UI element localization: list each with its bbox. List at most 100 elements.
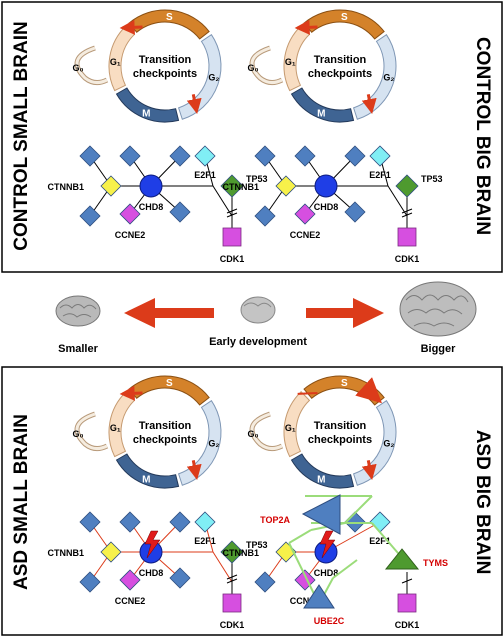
- g0-label: G₀: [72, 63, 83, 73]
- center-label-line1: Transition: [314, 420, 367, 432]
- big-brain-image: [399, 281, 477, 337]
- g0-loop-inner: [250, 46, 283, 85]
- mutation-bolt-icon: [319, 530, 336, 559]
- ccne2-node: [119, 569, 141, 591]
- g0-label: G₀: [247, 429, 258, 439]
- cdk1-node: [222, 227, 242, 247]
- g2-checkpoint-arrow: [186, 459, 202, 480]
- chd8-label: CHD8: [139, 568, 164, 578]
- smaller-label: Smaller: [58, 343, 98, 355]
- ctnnb1-label: CTNNB1: [222, 548, 259, 558]
- e2f1-node: [369, 511, 391, 533]
- g1-phase-label: G₁: [285, 423, 296, 433]
- s-phase-segment: [303, 9, 385, 40]
- side-label-control-big: CONTROL BIG BRAIN: [472, 37, 493, 235]
- chd8-label: CHD8: [139, 202, 164, 212]
- center-label-line1: Transition: [139, 420, 192, 432]
- cdk1-node: [397, 227, 417, 247]
- diamond-node-0: [254, 145, 276, 167]
- s-phase-segment: [128, 375, 210, 406]
- g1-phase-segment: [283, 391, 311, 458]
- tp53-node: [395, 174, 419, 198]
- ccne2-node: [119, 203, 141, 225]
- s-phase-label: S: [341, 378, 348, 389]
- diamond-node-4: [169, 567, 191, 589]
- s-phase-label: S: [166, 12, 173, 23]
- center-label-line1: Transition: [314, 54, 367, 66]
- middle-strip: Smaller Early development Bigger: [55, 281, 477, 355]
- center-label-line2: checkpoints: [308, 68, 372, 80]
- bottom-frame: [1, 366, 503, 636]
- diamond-node-3: [79, 571, 101, 593]
- right-red-arrow: [306, 298, 384, 328]
- diamond-node-3: [254, 205, 276, 227]
- diamond-node-1: [119, 511, 141, 533]
- g2-checkpoint-arrow: [361, 459, 377, 480]
- tp53-label: TP53: [246, 174, 268, 184]
- g1-phase-label: G₁: [110, 423, 121, 433]
- cdk1-label: CDK1: [220, 254, 245, 264]
- side-label-asd-small: ASD SMALL BRAIN: [11, 414, 32, 590]
- edge-5: [212, 551, 233, 583]
- ctnnb1-label: CTNNB1: [222, 182, 259, 192]
- g0-loop-inner: [75, 412, 108, 451]
- m-phase-segment: [115, 87, 180, 123]
- g2-phase-segment: [352, 399, 397, 486]
- ube2c-label: UBE2C: [314, 616, 345, 626]
- side-label-control-small: CONTROL SMALL BRAIN: [11, 21, 32, 250]
- diamond-node-4: [344, 201, 366, 223]
- ctnnb1-label: CTNNB1: [47, 548, 84, 558]
- asd-big-extra-network: TOP2A TYMS UBE2C: [260, 494, 448, 626]
- g2-checkpoint-arrow: [186, 93, 202, 114]
- e2f1-label: E2F1: [194, 170, 216, 180]
- ube2c-triangle: [303, 584, 335, 609]
- side-label-asd-big: ASD BIG BRAIN: [472, 430, 493, 575]
- m-phase-label: M: [142, 474, 150, 485]
- tp53-node: [220, 174, 244, 198]
- diamond-node-0: [79, 145, 101, 167]
- center-label-line2: checkpoints: [133, 68, 197, 80]
- break-mark-1: [226, 208, 238, 214]
- g1-checkpoint-arrow-outline: [297, 392, 318, 395]
- g2-phase-segment: [177, 33, 222, 120]
- chd8-node: [314, 174, 338, 198]
- g1-phase-label: G₁: [110, 57, 121, 67]
- s-phase-label: S: [166, 378, 173, 389]
- cdk1-node: [222, 593, 242, 613]
- e2f1-node: [194, 511, 216, 533]
- top2a-label: TOP2A: [260, 515, 290, 525]
- early-development-label: Early development: [209, 336, 307, 348]
- diamond-node-4: [169, 201, 191, 223]
- tyms-label: TYMS: [423, 558, 448, 568]
- developing-brain-image: [240, 296, 276, 324]
- g2-phase-segment: [177, 399, 222, 486]
- e2f1-label: E2F1: [369, 536, 391, 546]
- diamond-node-1: [119, 145, 141, 167]
- m-phase-label: M: [317, 108, 325, 119]
- small-brain-image: [55, 295, 101, 327]
- tyms-triangle: [384, 548, 420, 570]
- s-phase-segment: [128, 9, 210, 40]
- ctnnb1-node: [100, 175, 122, 197]
- bigger-label: Bigger: [421, 343, 457, 355]
- cdk1-node: [397, 593, 417, 613]
- chd8-label: CHD8: [314, 568, 339, 578]
- diamond-node-2: [344, 145, 366, 167]
- tp53-node: [220, 540, 244, 564]
- g0-loop-inner: [250, 412, 283, 451]
- left-red-arrow: [124, 298, 214, 328]
- ccne2-label: CCNE2: [290, 596, 321, 606]
- chd8-label: CHD8: [314, 202, 339, 212]
- ccne2-label: CCNE2: [115, 230, 146, 240]
- break-mark-2: [226, 578, 238, 584]
- g1-checkpoint-arrow: [294, 19, 318, 35]
- g2-phase-label: G₂: [208, 72, 219, 82]
- g2-phase-segment: [352, 33, 397, 120]
- center-label-line1: Transition: [139, 54, 192, 66]
- break-mark-2: [226, 212, 238, 218]
- edge-5: [387, 185, 408, 217]
